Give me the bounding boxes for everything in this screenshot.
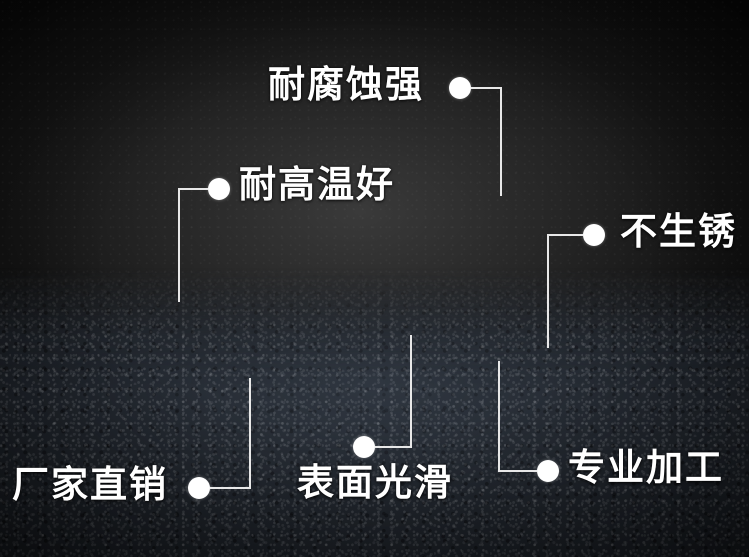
feature-dot-high-temperature-resistance xyxy=(208,178,230,200)
feature-dot-rust-free xyxy=(583,224,605,246)
feature-label-factory-direct-sales: 厂家直销 xyxy=(12,463,168,506)
feature-dot-corrosion-resistance xyxy=(449,77,471,99)
feature-label-smooth-surface: 表面光滑 xyxy=(297,461,453,504)
feature-label-high-temperature-resistance: 耐高温好 xyxy=(239,163,395,206)
feature-label-rust-free: 不生锈 xyxy=(620,210,737,253)
feature-dot-professional-processing xyxy=(537,460,559,482)
feature-label-corrosion-resistance: 耐腐蚀强 xyxy=(268,63,424,106)
feature-dot-smooth-surface xyxy=(353,436,375,458)
feature-dot-factory-direct-sales xyxy=(188,477,210,499)
feature-label-professional-processing: 专业加工 xyxy=(568,446,724,489)
